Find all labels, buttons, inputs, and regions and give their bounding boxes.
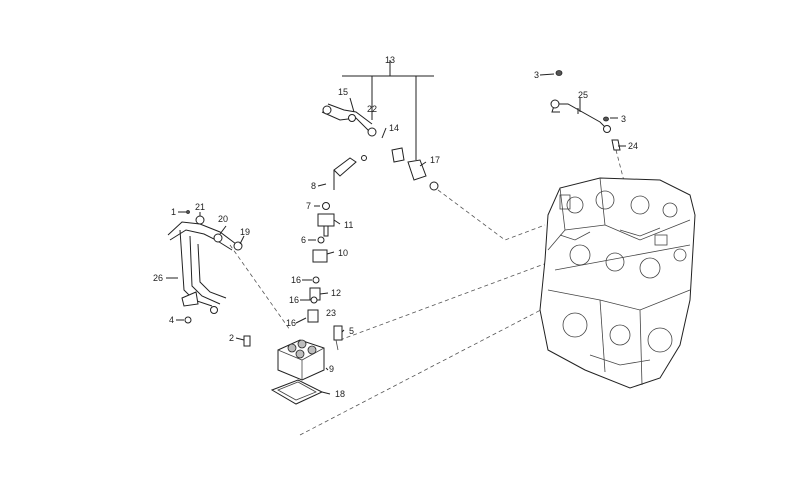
callout-15: 15 <box>338 87 348 97</box>
callout-20: 20 <box>218 214 228 224</box>
callout-2: 2 <box>229 333 234 343</box>
valve-parts-stack <box>307 202 343 351</box>
callout-13: 13 <box>385 55 395 65</box>
callout-16-b: 16 <box>289 295 299 305</box>
callout-26: 26 <box>153 273 163 283</box>
callout-22: 22 <box>367 104 377 114</box>
callout-8: 8 <box>311 181 316 191</box>
callout-17: 17 <box>430 155 440 165</box>
fuel-return-line-icon <box>321 103 439 191</box>
engine-block-icon <box>539 177 696 389</box>
callout-1: 1 <box>171 207 176 217</box>
callout-25: 25 <box>578 90 588 100</box>
callout-4: 4 <box>169 315 174 325</box>
callout-18: 18 <box>335 389 345 399</box>
callout-24: 24 <box>628 141 638 151</box>
injection-pump-icon <box>243 335 325 405</box>
callout-6: 6 <box>301 235 306 245</box>
callout-16-c: 16 <box>286 318 296 328</box>
callout-3-b: 3 <box>621 114 626 124</box>
callout-12: 12 <box>331 288 341 298</box>
callout-10: 10 <box>338 248 348 258</box>
callout-5: 5 <box>349 326 354 336</box>
leader-lines <box>166 60 626 395</box>
callout-7: 7 <box>306 201 311 211</box>
callout-19: 19 <box>240 227 250 237</box>
callout-21: 21 <box>195 202 205 212</box>
callout-3-a: 3 <box>534 70 539 80</box>
callout-9: 9 <box>329 364 334 374</box>
callout-11: 11 <box>344 220 353 230</box>
callout-labels: 13 15 22 14 17 8 7 11 6 10 16 12 16 23 1… <box>153 55 638 399</box>
leak-off-pipe-icon <box>550 70 621 151</box>
callout-14: 14 <box>389 123 399 133</box>
fuel-injection-pipes-icon <box>167 210 243 324</box>
callout-16-a: 16 <box>291 275 301 285</box>
callout-23: 23 <box>326 308 336 318</box>
